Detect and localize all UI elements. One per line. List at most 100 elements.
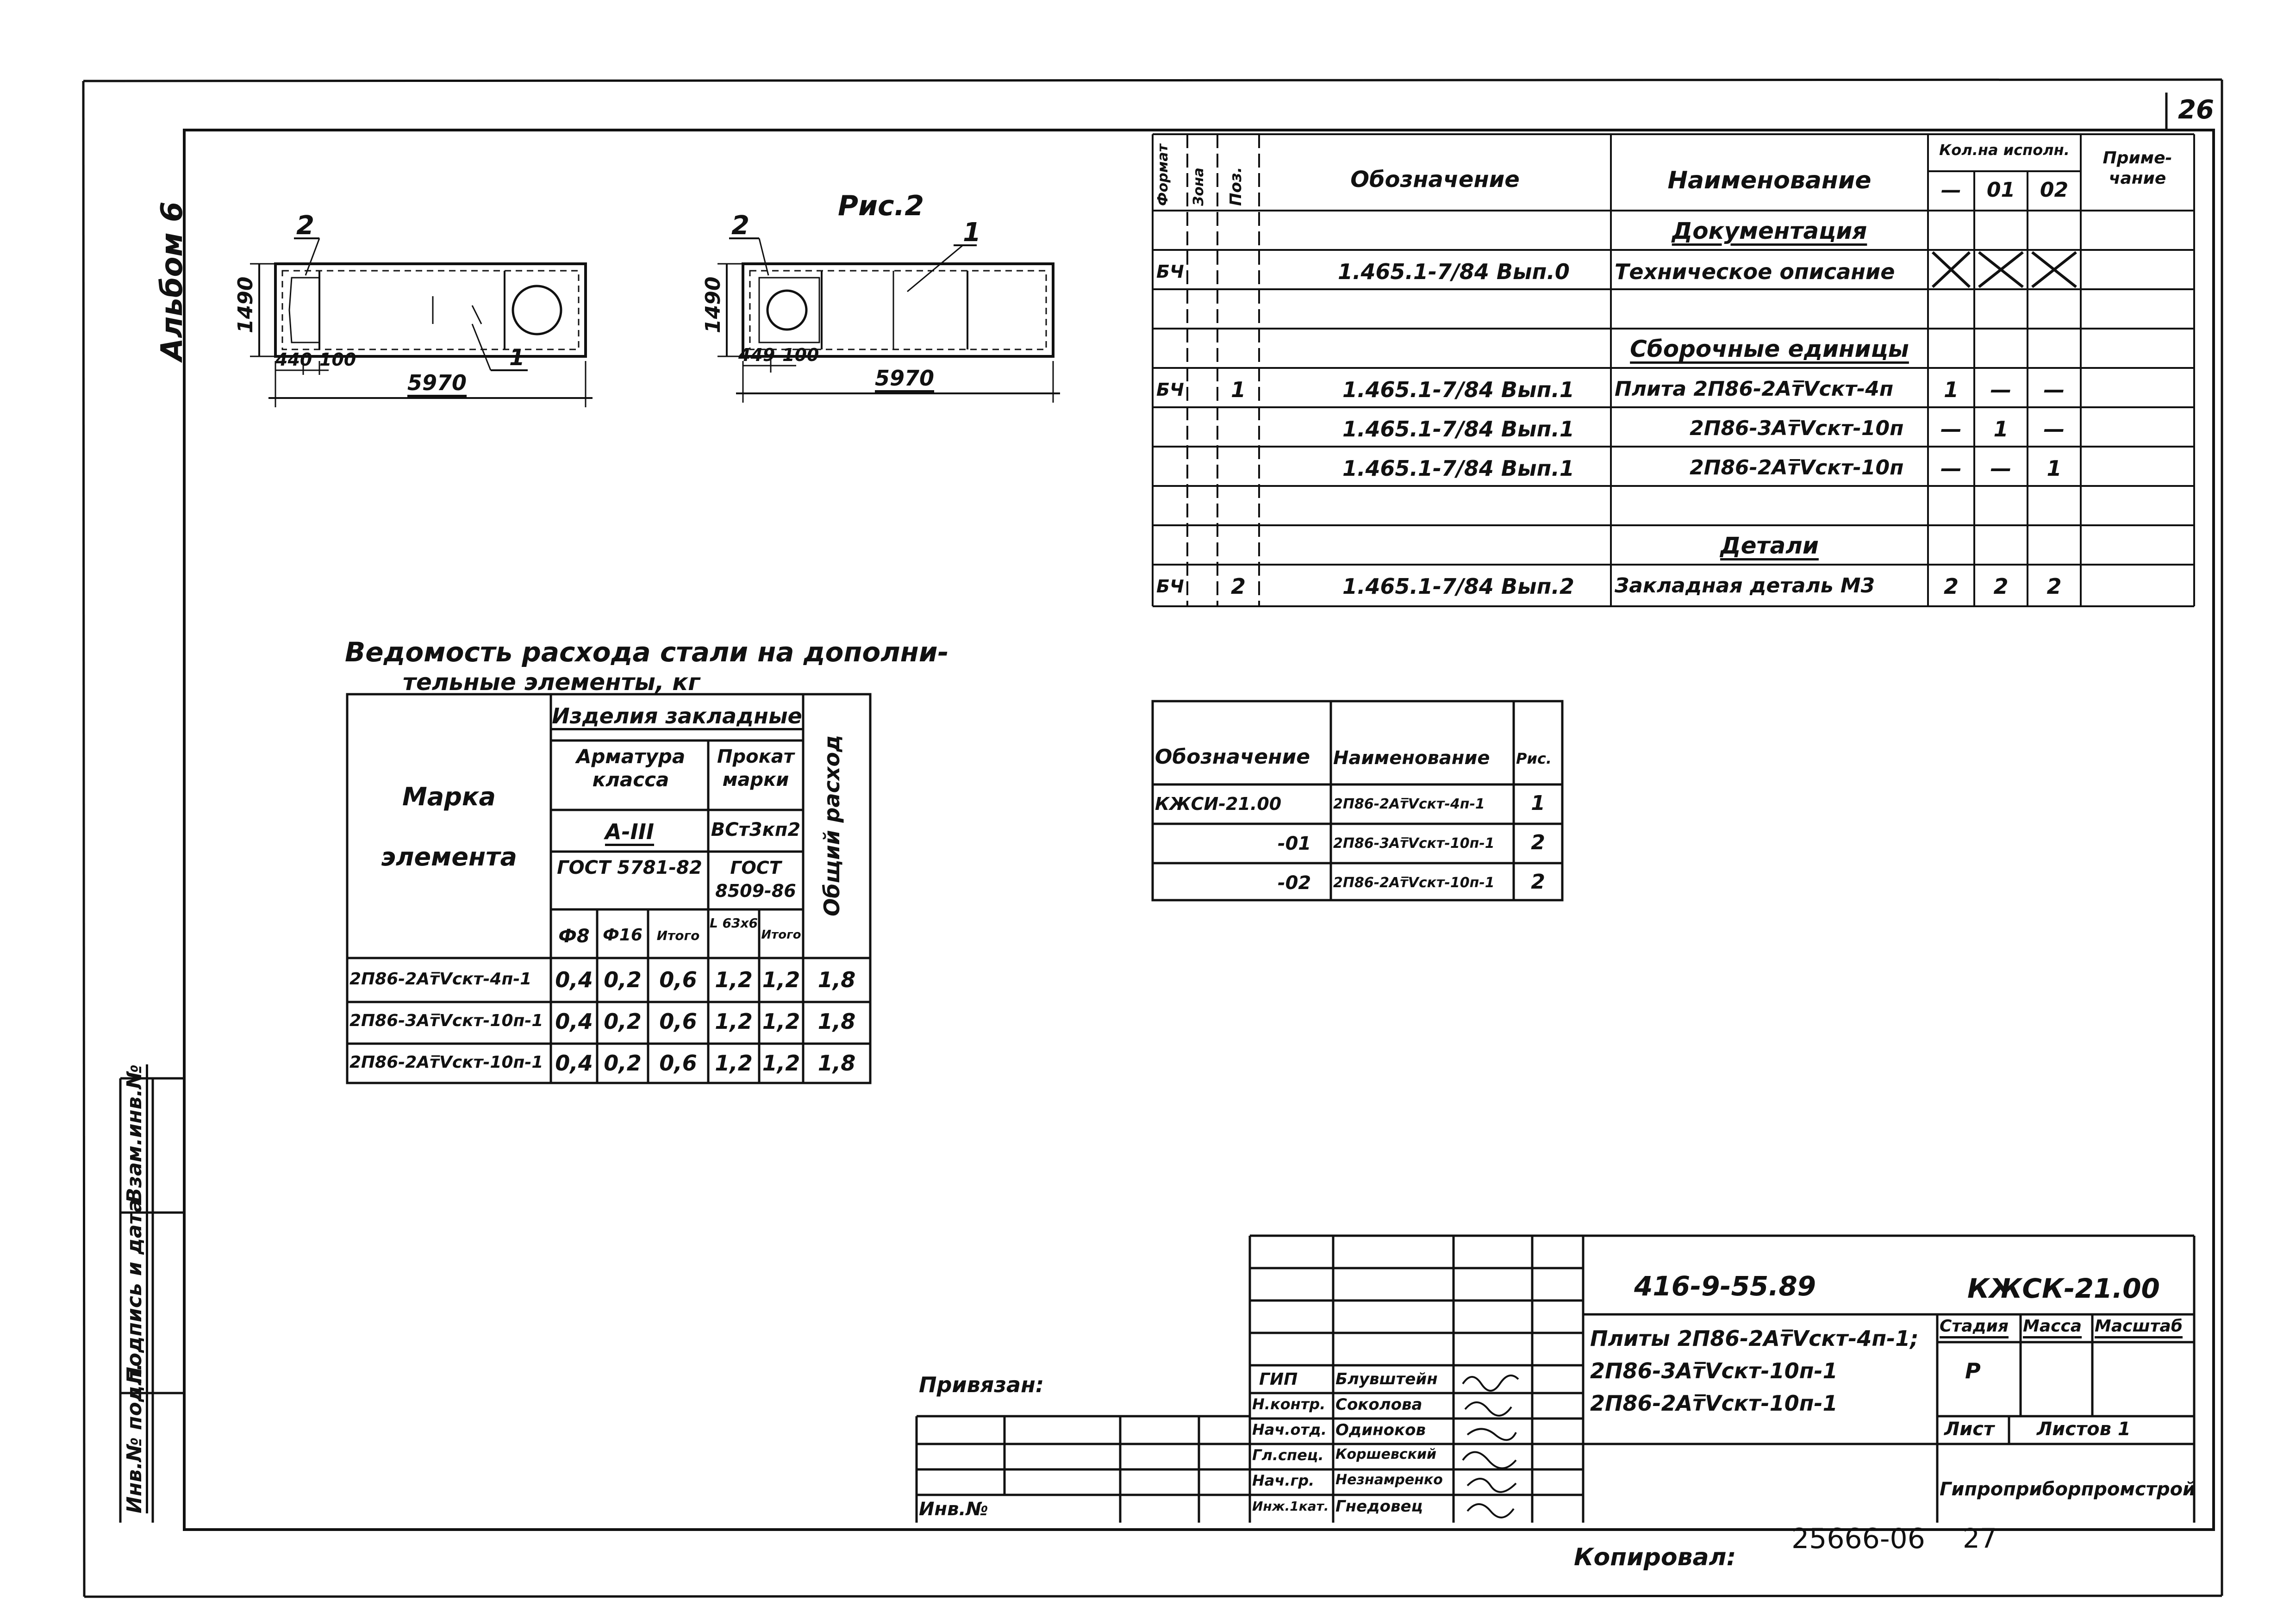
steel-row-1-total2: 1,2 — [762, 967, 800, 992]
figure-label: Рис.2 — [838, 190, 924, 222]
name-nachotd: Одиноков — [1335, 1421, 1426, 1439]
left-dim-b: 100 — [319, 349, 356, 370]
stamp-page: 27 — [1963, 1523, 1997, 1554]
left-pos-2: 2 — [296, 211, 314, 241]
spec-row-2-qty-2: — — [2043, 417, 2065, 442]
steel-row-1-f8: 0,4 — [555, 967, 593, 992]
title-line-3: 2П86-2Ат̅Vскт-10п-1 — [1590, 1391, 1838, 1416]
small-row-2-designation: -01 — [1278, 833, 1311, 854]
name-gip: Блувштейн — [1335, 1370, 1438, 1388]
steel-header-mark-2: элемента — [381, 842, 517, 871]
spec-section-assemblies: Сборочные единицы — [1630, 336, 1909, 362]
steel-header-rolled-grade: ВСт3кп2 — [711, 819, 801, 840]
steel-row-3-total1: 0,6 — [659, 1051, 697, 1076]
doc-number: 416-9-55.89 — [1634, 1270, 1816, 1302]
spec-row-2-name: 2П86-3Ат̅Vскт-10п — [1690, 417, 1904, 440]
steel-row-2-sum: 1,8 — [817, 1009, 856, 1034]
steel-row-3-mark: 2П86-2Ат̅Vскт-10п-1 — [349, 1053, 543, 1072]
role-inzh: Инж.1кат. — [1252, 1499, 1329, 1514]
spec-row-3-name: 2П86-2Ат̅Vскт-10п — [1690, 456, 1904, 479]
left-dim-a: 440 — [275, 349, 312, 370]
name-nachgr: Незнамренко — [1335, 1472, 1443, 1488]
spec-header-qty: Кол.на исполн. — [1939, 141, 2070, 159]
small-row-1-fig: 1 — [1531, 791, 1545, 815]
steel-row-2-total1: 0,6 — [659, 1009, 697, 1034]
right-length-dim: 5970 — [875, 366, 935, 391]
spec-row-1-qty-2: — — [2043, 377, 2065, 402]
steel-row-2-f8: 0,4 — [555, 1009, 593, 1034]
right-dim-a: 449 — [738, 345, 775, 365]
spec-row-1-pos: 1 — [1230, 377, 1246, 402]
spec-header-qty-2: 02 — [2040, 178, 2069, 202]
spec-row-1-designation: 1.465.1-7/84 Вып.1 — [1342, 377, 1574, 402]
spec-row-2-designation: 1.465.1-7/84 Вып.1 — [1342, 417, 1574, 442]
tied-label: Привязан: — [919, 1372, 1044, 1397]
spec-header-qty-1: 01 — [1986, 178, 2015, 202]
spec-row-4-pos: 2 — [1230, 574, 1246, 599]
steel-row-1-angle: 1,2 — [715, 967, 753, 992]
title-line-1: Плиты 2П86-2Ат̅Vскт-4п-1; — [1590, 1326, 1919, 1351]
role-gip: ГИП — [1259, 1370, 1298, 1389]
steel-title-1: Ведомость расхода стали на дополни- — [345, 636, 949, 668]
steel-row-3-sum: 1,8 — [817, 1051, 856, 1076]
left-length-dim: 5970 — [407, 370, 467, 395]
org-name: Гипроприборпромстрой — [1940, 1479, 2196, 1500]
spec-row-3-qty-2: 1 — [2046, 456, 2062, 481]
spec-row-doc-format: БЧ — [1156, 261, 1184, 282]
small-row-3-designation: -02 — [1278, 872, 1311, 894]
spec-row-4-qty-1: 2 — [1993, 574, 2009, 599]
role-nachgr: Нач.гр. — [1252, 1472, 1315, 1489]
sheets-label: Листов 1 — [2037, 1419, 2131, 1440]
steel-row-2-mark: 2П86-3Ат̅Vскт-10п-1 — [349, 1011, 543, 1030]
page-number: 26 — [2178, 95, 2214, 125]
stamp-number: 25666-06 — [1791, 1523, 1925, 1555]
steel-row-2-angle: 1,2 — [715, 1009, 753, 1034]
mass-label: Масса — [2023, 1317, 2082, 1336]
steel-header-gost2: ГОСТ 8509-86 — [715, 858, 796, 901]
spec-row-4-qty-0: 2 — [1943, 574, 1959, 599]
stage-label: Стадия — [1940, 1317, 2009, 1336]
steel-header-gost1: ГОСТ 5781-82 — [557, 857, 702, 878]
copied-label: Копировал: — [1574, 1543, 1736, 1571]
spec-row-1-qty-1: — — [1990, 377, 2012, 402]
spec-header-qty-0: — — [1941, 178, 1961, 202]
steel-row-3-total2: 1,2 — [762, 1051, 800, 1076]
role-glspec: Гл.спец. — [1252, 1446, 1324, 1464]
spec-row-4-name: Закладная деталь М3 — [1615, 574, 1875, 597]
spec-row-1-qty-0: 1 — [1943, 377, 1959, 402]
sheet-label: Лист — [1944, 1419, 1995, 1440]
spec-row-4-qty-2: 2 — [2046, 574, 2062, 599]
small-row-1-designation: КЖСИ-21.00 — [1155, 794, 1282, 814]
steel-row-3-f16: 0,2 — [604, 1051, 642, 1076]
inv-label: Инв.№ — [919, 1499, 988, 1520]
steel-row-1-total1: 0,6 — [659, 967, 697, 992]
steel-row-1-sum: 1,8 — [817, 967, 856, 992]
role-nachotd: Нач.отд. — [1252, 1421, 1327, 1438]
spec-row-doc-designation: 1.465.1-7/84 Вып.0 — [1338, 259, 1570, 284]
steel-header-rolled: Прокат марки — [717, 746, 794, 790]
steel-sub-angle: L 63х6 — [709, 915, 758, 931]
name-inzh: Гнедовец — [1335, 1497, 1423, 1516]
steel-row-3-f8: 0,4 — [555, 1051, 593, 1076]
steel-sub-total2: Итого — [761, 928, 801, 942]
spec-row-1-name: Плита 2П86-2Ат̅Vскт-4п — [1615, 377, 1894, 401]
steel-header-mark-1: Марка — [402, 782, 496, 811]
steel-row-3-angle: 1,2 — [715, 1051, 753, 1076]
small-header-fig: Рис. — [1516, 750, 1552, 767]
steel-row-2-f16: 0,2 — [604, 1009, 642, 1034]
spec-row-1-format: БЧ — [1156, 380, 1184, 400]
sheet-frame — [183, 129, 2215, 1531]
steel-title-2: тельные элементы, кг — [403, 669, 700, 696]
stage-value: Р — [1965, 1358, 1981, 1383]
steel-header-rebar-class: А-III — [605, 819, 655, 844]
spec-row-3-designation: 1.465.1-7/84 Вып.1 — [1342, 456, 1574, 481]
doc-code: КЖСК-21.00 — [1967, 1273, 2160, 1304]
left-pos-1: 1 — [509, 345, 525, 371]
right-dim-b: 100 — [782, 345, 819, 365]
small-row-1-name: 2П86-2Ат̅Vскт-4п-1 — [1333, 796, 1485, 812]
spec-row-2-qty-1: 1 — [1993, 417, 2009, 442]
small-row-2-name: 2П86-3Ат̅Vскт-10п-1 — [1333, 835, 1495, 852]
steel-sub-f8: Ф8 — [558, 926, 590, 947]
